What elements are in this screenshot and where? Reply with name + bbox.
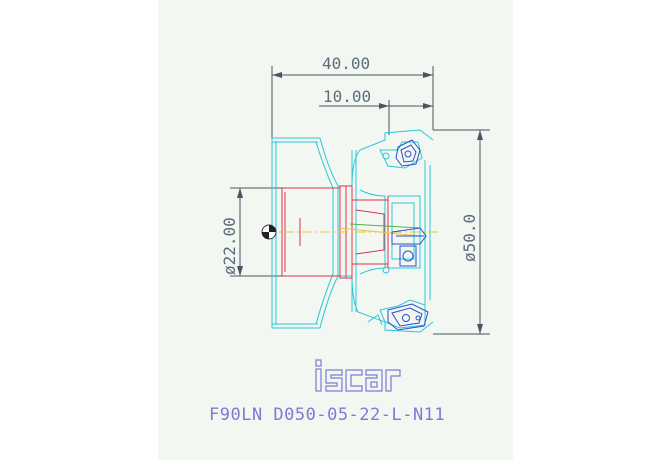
insert-middle: [391, 227, 427, 267]
overall-length-label: 40.00: [322, 54, 370, 73]
center-axis: [266, 223, 440, 237]
part-code: F90LN D050-05-22-L-N11: [209, 405, 445, 425]
center-mark-icon: [261, 224, 277, 240]
bore-hidden-lines: [281, 185, 389, 279]
dim-bore-diameter: ø22.00: [220, 187, 300, 277]
bore-diameter-label: ø22.00: [220, 217, 239, 275]
insert-bottom: [387, 303, 429, 331]
dim-insert-offset: 10.00: [319, 87, 433, 135]
insert-offset-label: 10.00: [323, 87, 371, 106]
dim-cutter-diameter: ø50.0: [433, 129, 490, 335]
dim-overall-length: 40.00: [271, 54, 434, 140]
insert-top: [395, 139, 421, 167]
iscar-logo: [315, 359, 401, 392]
cutter-diameter-label: ø50.0: [460, 214, 479, 262]
